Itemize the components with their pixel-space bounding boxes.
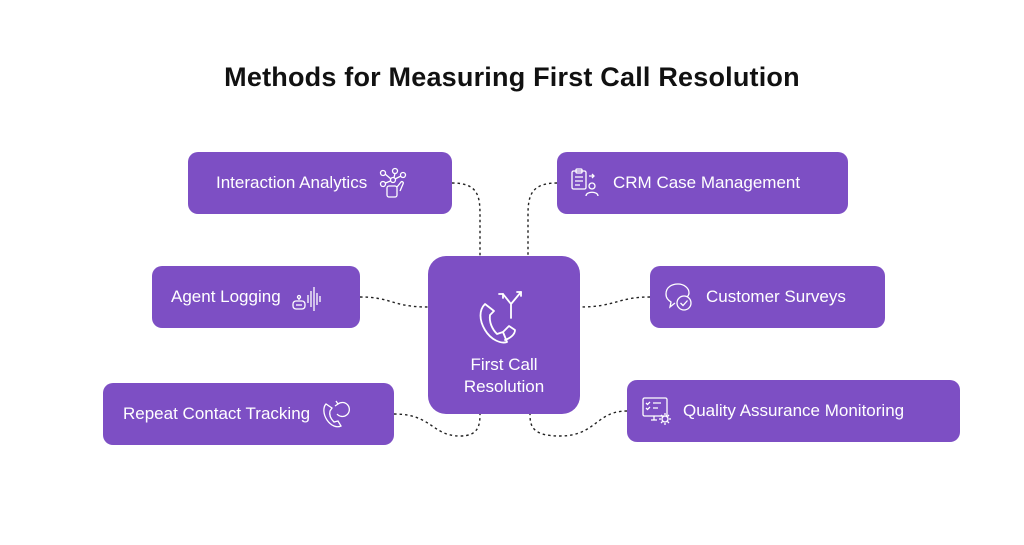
node-label: Agent Logging (171, 287, 281, 306)
node-agent-logging: Agent Logging (152, 266, 360, 328)
agent-soundwave-icon (291, 281, 323, 313)
connector-quality-assurance (529, 410, 628, 437)
node-repeat-contact-tracking: Repeat Contact Tracking (103, 383, 394, 445)
node-label: Customer Surveys (706, 287, 846, 306)
node-customer-surveys: Customer Surveys (650, 266, 885, 328)
phone-with-arrows-icon (471, 282, 537, 348)
monitor-gear-icon (641, 395, 673, 427)
chat-check-icon (662, 281, 694, 313)
network-hand-icon (377, 167, 409, 199)
node-quality-assurance-monitoring: Quality Assurance Monitoring (627, 380, 960, 442)
phone-repeat-icon (320, 398, 352, 430)
center-node-label: First Call Resolution (463, 355, 545, 396)
node-label: Repeat Contact Tracking (123, 404, 311, 423)
connector-crm-case-management (527, 182, 558, 256)
connector-agent-logging (359, 296, 429, 308)
center-node-first-call-resolution: First Call Resolution (428, 256, 580, 414)
connector-customer-surveys (579, 296, 651, 308)
node-label: Quality Assurance Monitoring (683, 401, 905, 420)
node-label: CRM Case Management (613, 173, 801, 192)
diagram-title: Methods for Measuring First Call Resolut… (224, 62, 800, 92)
node-interaction-analytics: Interaction Analytics (188, 152, 452, 214)
node-crm-case-management: CRM Case Management (557, 152, 848, 214)
node-label: Interaction Analytics (216, 173, 368, 192)
clipboard-user-icon (569, 167, 601, 199)
connector-interaction-analytics (451, 182, 481, 256)
connector-repeat-contact-tracking (393, 413, 481, 437)
